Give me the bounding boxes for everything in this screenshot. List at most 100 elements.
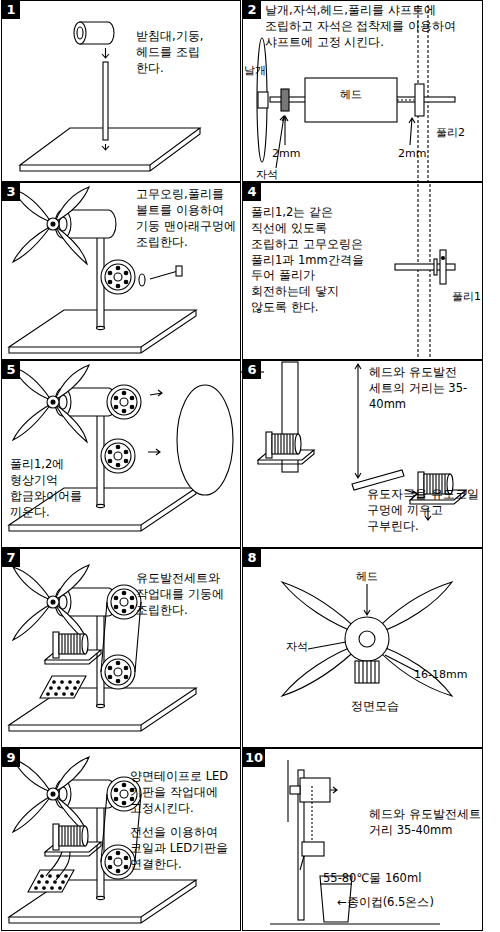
stand-pole-head <box>103 62 108 140</box>
step-number: 5 <box>2 361 20 379</box>
shape-memory-wire <box>150 390 162 396</box>
shaft-assembly <box>415 84 424 116</box>
shape-memory-wire <box>177 385 233 495</box>
instruction-text: 양면테이프로 LED 기판을 작업대에 고정시킨다. <box>130 769 236 817</box>
part-label: 자석 <box>256 168 278 181</box>
shaft-assembly <box>281 89 289 111</box>
shape-memory-wire <box>107 385 141 419</box>
step-panel: 헤드와 유도발전세트 거리 35-40mm 55-80℃물 160ml ←종이컵(6… <box>242 748 483 931</box>
step-panel: 받침대,기둥, 헤드를 조립 한다.1 <box>1 0 241 182</box>
instruction-text: 정면모습 <box>351 699 431 715</box>
led-board-wiring <box>101 845 135 879</box>
side-view-setup <box>300 778 330 802</box>
induction-generator <box>258 432 314 464</box>
side-view-setup <box>290 786 300 794</box>
front-view <box>364 584 370 615</box>
part-label: 헤드 <box>340 88 362 101</box>
step-panel: 풀리1,2에 형상기억 합금와이어를 끼운다. 5 <box>1 360 241 548</box>
pulley-alignment <box>440 250 446 284</box>
front-view <box>359 631 375 647</box>
instruction-text: 헤드와 유도발전세트 거리 35-40mm <box>369 807 481 839</box>
stand-pole-head <box>20 128 200 171</box>
pulley-alignment <box>395 184 455 359</box>
step-panel: 풀리1,2는 같은 직선에 있도록 조립하고 고무오링은 풀리1과 1mm간격을… <box>242 182 483 360</box>
pulley-mounting <box>139 274 145 286</box>
step-number: 7 <box>2 549 20 567</box>
front-view <box>359 661 375 683</box>
part-label: 헤드 <box>356 570 378 583</box>
step-number: 6 <box>243 361 261 379</box>
instruction-text: 55-80℃물 160ml <box>323 871 473 887</box>
step-number-text: 5 <box>6 362 15 377</box>
instruction-text: 헤드와 유도발전 세트의 거리는 35-40mm <box>369 365 477 413</box>
stand-pole-head <box>77 27 83 39</box>
front-view <box>308 642 346 649</box>
shaft-assembly <box>257 38 267 162</box>
generator-on-pole <box>101 655 135 689</box>
led-board-wiring <box>46 852 70 880</box>
pulley-mounting <box>101 260 135 294</box>
pulley-alignment <box>429 184 430 359</box>
step-number: 9 <box>2 749 20 767</box>
side-view-setup <box>270 923 440 924</box>
part-label: 풀리2 <box>436 126 465 139</box>
shaft-assembly <box>305 78 397 122</box>
side-view-setup <box>287 760 288 822</box>
part-label: 2mm <box>398 147 426 160</box>
front-view <box>345 617 389 661</box>
generator-on-pole <box>101 602 107 672</box>
stand-pole-head <box>20 128 200 165</box>
instruction-text: 유도발전세트와 작업대를 기둥에 조립한다. <box>136 571 236 619</box>
pulley-mounting <box>176 266 182 276</box>
generator-on-pole <box>45 632 101 664</box>
step-number: 2 <box>243 1 261 19</box>
shaft-assembly <box>258 92 268 108</box>
led-board-wiring <box>101 794 107 862</box>
instruction-text: 날개,자석,헤드,풀리를 샤프트에 조립하고 자석은 접착제를 이용하여 샤프트… <box>265 3 477 51</box>
front-view <box>385 655 418 672</box>
step-number: 4 <box>243 183 261 201</box>
step-number: 8 <box>243 549 261 567</box>
instruction-text: ←종이컵(6.5온스) <box>337 895 477 911</box>
shaft-assembly <box>409 118 415 145</box>
instruction-text: 전선을 이용하여 코일과 LED기판을 연결한다. <box>130 825 236 873</box>
part-label: 자석 <box>286 640 308 653</box>
instruction-text: 풀리1,2에 형상기억 합금와이어를 끼운다. <box>10 457 98 520</box>
step-number: 10 <box>243 749 265 767</box>
led-board-wiring <box>45 824 101 856</box>
front-view <box>355 661 379 683</box>
step-panel: 유도발전세트와 작업대를 기둥에 조립한다. 7 <box>1 548 241 748</box>
step-panel: 헤드와 유도발전 세트의 거리는 35-40mm유도자극을 유도코일 구멍에 끼… <box>242 360 483 548</box>
part-label: 2mm <box>272 147 300 160</box>
step-number-text: 4 <box>247 184 256 199</box>
side-view-setup <box>302 842 324 856</box>
instruction-text: 풀리1,2는 같은 직선에 있도록 조립하고 고무오링은 풀리1과 1mm간격을… <box>251 205 369 316</box>
stand-pole-head <box>74 22 86 44</box>
step-number-text: 7 <box>6 550 15 565</box>
side-view-setup <box>300 856 304 870</box>
generator-on-pole <box>40 676 86 698</box>
stand-pole-head <box>20 22 200 171</box>
stand-pole-head <box>102 144 109 150</box>
stand-pole-head <box>149 165 150 171</box>
led-board-wiring <box>28 870 74 892</box>
pulley-alignment <box>434 259 437 275</box>
pulley-alignment <box>442 257 445 260</box>
part-label: 날개 <box>244 64 266 77</box>
shaft-assembly <box>397 99 414 100</box>
induction-generator <box>355 364 361 478</box>
part-label: 풀리1 <box>452 290 481 303</box>
step-number-text: 3 <box>6 184 15 199</box>
generator-on-pole <box>107 585 141 619</box>
step-number-text: 6 <box>247 362 256 377</box>
step-number: 1 <box>2 1 20 19</box>
step-number-text: 2 <box>247 2 256 17</box>
shape-memory-wire <box>9 365 233 531</box>
step-number: 3 <box>2 183 20 201</box>
step-number-text: 1 <box>6 2 15 17</box>
shape-memory-wire <box>9 365 196 531</box>
shape-memory-wire <box>101 439 135 473</box>
part-label: 16-18mm <box>414 668 467 681</box>
step-number-text: 8 <box>247 550 256 565</box>
